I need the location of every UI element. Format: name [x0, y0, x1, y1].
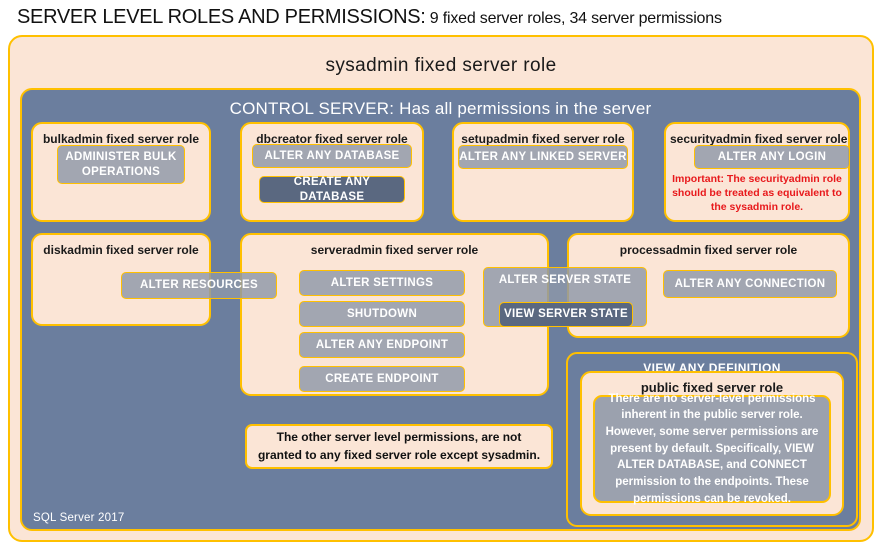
role-label-bulkadmin: bulkadmin fixed server role: [42, 132, 200, 146]
role-card-dbcreator: dbcreator fixed server role: [240, 122, 424, 222]
role-label-public: public fixed server role: [640, 380, 784, 395]
role-card-securityadmin: securityadmin fixed server role: [664, 122, 850, 222]
page-title: SERVER LEVEL ROLES AND PERMISSIONS: 9 fi…: [17, 6, 867, 32]
permission-alter-resources[interactable]: ALTER RESOURCES: [121, 272, 277, 299]
permission-shutdown[interactable]: SHUTDOWN: [299, 301, 465, 327]
permission-create-endpoint[interactable]: CREATE ENDPOINT: [299, 366, 465, 392]
other-permissions-note: The other server level permissions, are …: [245, 424, 553, 469]
role-label-dbcreator: dbcreator fixed server role: [256, 132, 408, 146]
role-label-setupadmin: setupadmin fixed server role: [461, 132, 625, 146]
sql-server-version-label: SQL Server 2017: [33, 512, 125, 524]
page-title-subtitle: 9 fixed server roles, 34 server permissi…: [425, 10, 722, 27]
role-card-setupadmin: setupadmin fixed server role: [452, 122, 634, 222]
public-role-note: There are no server-level permissions in…: [593, 393, 831, 505]
control-server-label: CONTROL SERVER: Has all permissions in t…: [229, 99, 652, 118]
page-title-strong: SERVER LEVEL ROLES AND PERMISSIONS:: [17, 6, 426, 28]
securityadmin-warning-note: Important: The securityadmin role should…: [672, 173, 842, 213]
sysadmin-role-label: sysadmin fixed server role: [325, 55, 557, 76]
permission-alter-any-login[interactable]: ALTER ANY LOGIN: [694, 145, 850, 169]
permission-view-server-state[interactable]: VIEW SERVER STATE: [499, 302, 633, 327]
permission-create-any-database[interactable]: CREATE ANY DATABASE: [259, 176, 405, 203]
role-label-processadmin: processadmin fixed server role: [619, 243, 798, 257]
permission-alter-any-connection[interactable]: ALTER ANY CONNECTION: [663, 270, 837, 298]
permission-alter-any-endpoint[interactable]: ALTER ANY ENDPOINT: [299, 332, 465, 358]
role-label-diskadmin: diskadmin fixed server role: [43, 243, 199, 257]
permission-administer-bulk-operations[interactable]: ADMINISTER BULK OPERATIONS: [57, 145, 185, 184]
permission-alter-any-linked-server[interactable]: ALTER ANY LINKED SERVER: [458, 145, 628, 169]
permission-alter-settings[interactable]: ALTER SETTINGS: [299, 270, 465, 296]
permission-alter-any-database[interactable]: ALTER ANY DATABASE: [252, 144, 412, 168]
role-label-serveradmin: serveradmin fixed server role: [310, 243, 479, 257]
role-label-securityadmin: securityadmin fixed server role: [670, 132, 848, 146]
